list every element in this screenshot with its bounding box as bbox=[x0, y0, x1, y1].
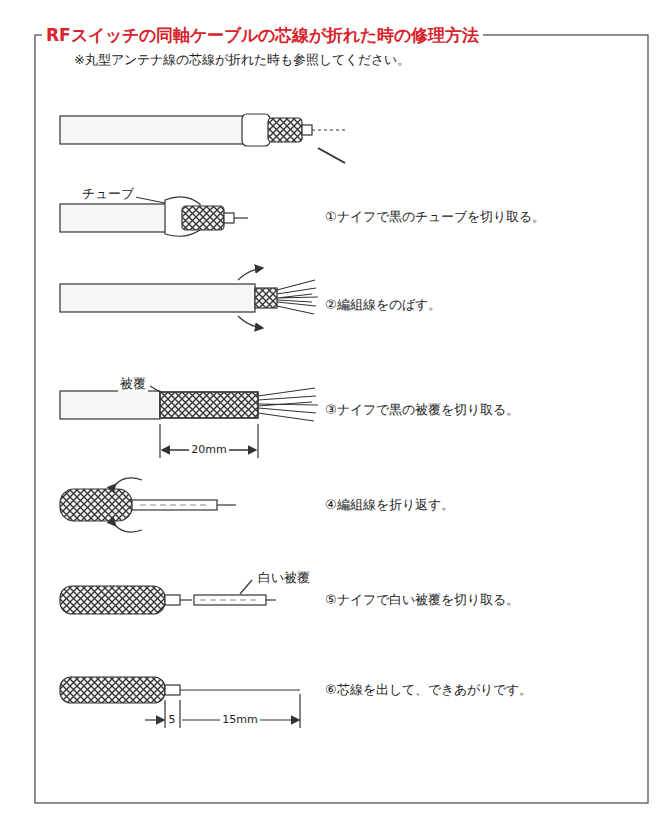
part-label: 被覆 bbox=[118, 376, 148, 392]
step-text: ②編組線をのばす。 bbox=[325, 297, 441, 313]
page-title: RFスイッチの同軸ケーブルの芯線が折れた時の修理方法 bbox=[42, 25, 483, 45]
part-label: 白い被覆 bbox=[256, 570, 312, 586]
part-label: チューブ bbox=[80, 186, 136, 202]
dimension: 5 bbox=[167, 713, 178, 726]
step-text: ⑤ナイフで白い被覆を切り取る。 bbox=[325, 592, 519, 608]
step-text: ④編組線を折り返す。 bbox=[325, 497, 454, 513]
dimension: 15mm bbox=[220, 713, 259, 726]
step-text: ③ナイフで黒の被覆を切り取る。 bbox=[325, 402, 519, 418]
note-text: ※丸型アンテナ線の芯線が折れた時も参照してください。 bbox=[74, 52, 410, 68]
step-text: ①ナイフで黒のチューブを切り取る。 bbox=[325, 209, 545, 225]
step-text: ⑥芯線を出して、できあがりです。 bbox=[325, 682, 532, 698]
dimension: 20mm bbox=[189, 443, 228, 456]
